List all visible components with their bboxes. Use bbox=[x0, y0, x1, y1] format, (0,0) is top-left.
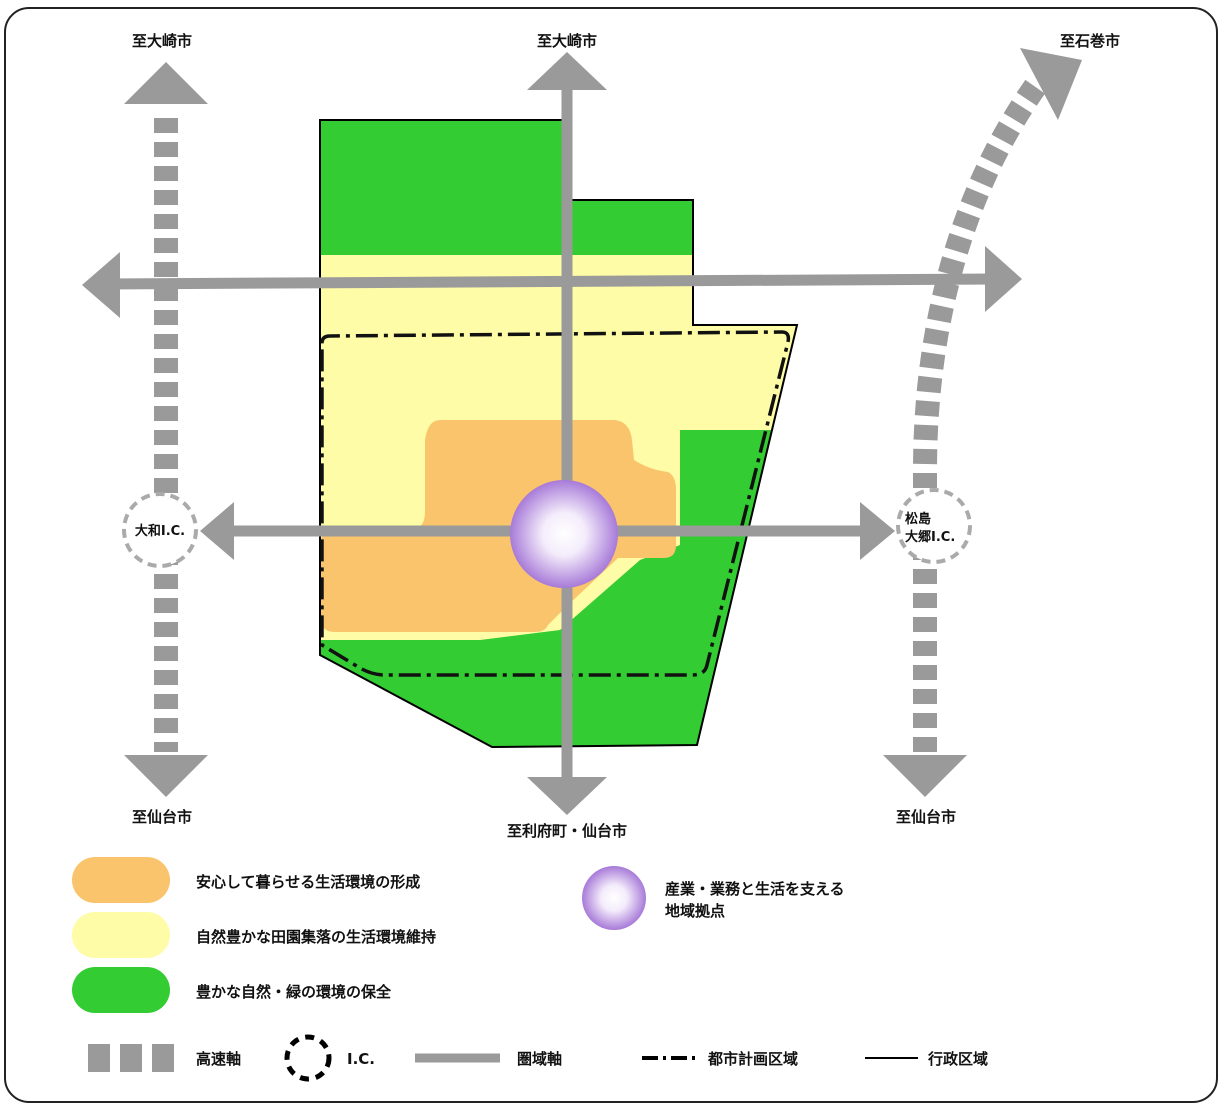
legend-label-orange: 安心して暮らせる生活環境の形成 bbox=[196, 873, 420, 891]
highway-layer bbox=[124, 48, 1082, 797]
highway-right-arrowhead-south bbox=[883, 755, 967, 797]
dest-bottom-right: 至仙台市 bbox=[896, 808, 956, 826]
arrowhead-east-north bbox=[985, 246, 1022, 312]
arrowhead-south bbox=[527, 777, 607, 815]
legend-swatch-green bbox=[72, 967, 170, 1013]
legend-label-yellow: 自然豊かな田園集落の生活環境維持 bbox=[196, 928, 436, 946]
legend: 安心して暮らせる生活環境の形成 自然豊かな田園集落の生活環境維持 豊かな自然・緑… bbox=[72, 857, 988, 1082]
legend-label-hub-line2: 地域拠点 bbox=[665, 902, 725, 920]
legend-hub-marker bbox=[582, 866, 646, 930]
dest-top-right: 至石巻市 bbox=[1060, 32, 1120, 50]
dest-bottom-center: 至利府町・仙台市 bbox=[507, 822, 627, 840]
arrowhead-east-center bbox=[860, 502, 895, 560]
highway-left-arrowhead-north bbox=[124, 62, 208, 104]
legend-label-highway: 高速軸 bbox=[196, 1050, 241, 1068]
legend-label-green: 豊かな自然・緑の環境の保全 bbox=[196, 983, 392, 1001]
regional-axis-east-west-north bbox=[109, 273, 996, 290]
dest-top-center: 至大崎市 bbox=[537, 32, 597, 50]
legend-label-regional-axis: 圏域軸 bbox=[517, 1050, 562, 1068]
regional-hub-marker bbox=[510, 480, 618, 588]
city-planning-boundary bbox=[320, 330, 791, 677]
arrowhead-west-center bbox=[200, 502, 234, 560]
legend-highway-block-2 bbox=[120, 1044, 142, 1072]
interchange-right-label-line1: 松島 bbox=[905, 511, 931, 527]
legend-label-hub-line1: 産業・業務と生活を支える bbox=[665, 880, 845, 898]
arrowhead-north bbox=[527, 52, 607, 90]
legend-highway-block-1 bbox=[88, 1044, 110, 1072]
green-zone-southeast bbox=[320, 430, 797, 747]
legend-swatch-yellow bbox=[72, 912, 170, 958]
legend-highway-block-3 bbox=[152, 1044, 174, 1072]
destination-labels: 至大崎市 至大崎市 至石巻市 至仙台市 至利府町・仙台市 至仙台市 bbox=[132, 32, 1120, 840]
legend-ic-marker bbox=[284, 1034, 332, 1082]
interchange-left: 大和I.C. bbox=[122, 492, 198, 568]
highway-right-arrowhead-northeast bbox=[1020, 48, 1082, 120]
legend-label-admin-boundary: 行政区域 bbox=[927, 1050, 988, 1068]
legend-label-ic: I.C. bbox=[347, 1050, 375, 1068]
dest-bottom-left: 至仙台市 bbox=[132, 808, 192, 826]
highway-left-arrowhead-south bbox=[124, 755, 208, 797]
interchange-right: 松島 大郷I.C. bbox=[896, 488, 972, 564]
arrowhead-west-north bbox=[82, 252, 120, 318]
legend-swatch-orange bbox=[72, 857, 170, 903]
legend-label-city-planning: 都市計画区域 bbox=[707, 1050, 798, 1068]
highway-right bbox=[913, 72, 1050, 752]
dest-top-left: 至大崎市 bbox=[132, 32, 192, 50]
interchange-right-label-line2: 大郷I.C. bbox=[905, 529, 955, 545]
interchange-left-label: 大和I.C. bbox=[135, 523, 185, 539]
